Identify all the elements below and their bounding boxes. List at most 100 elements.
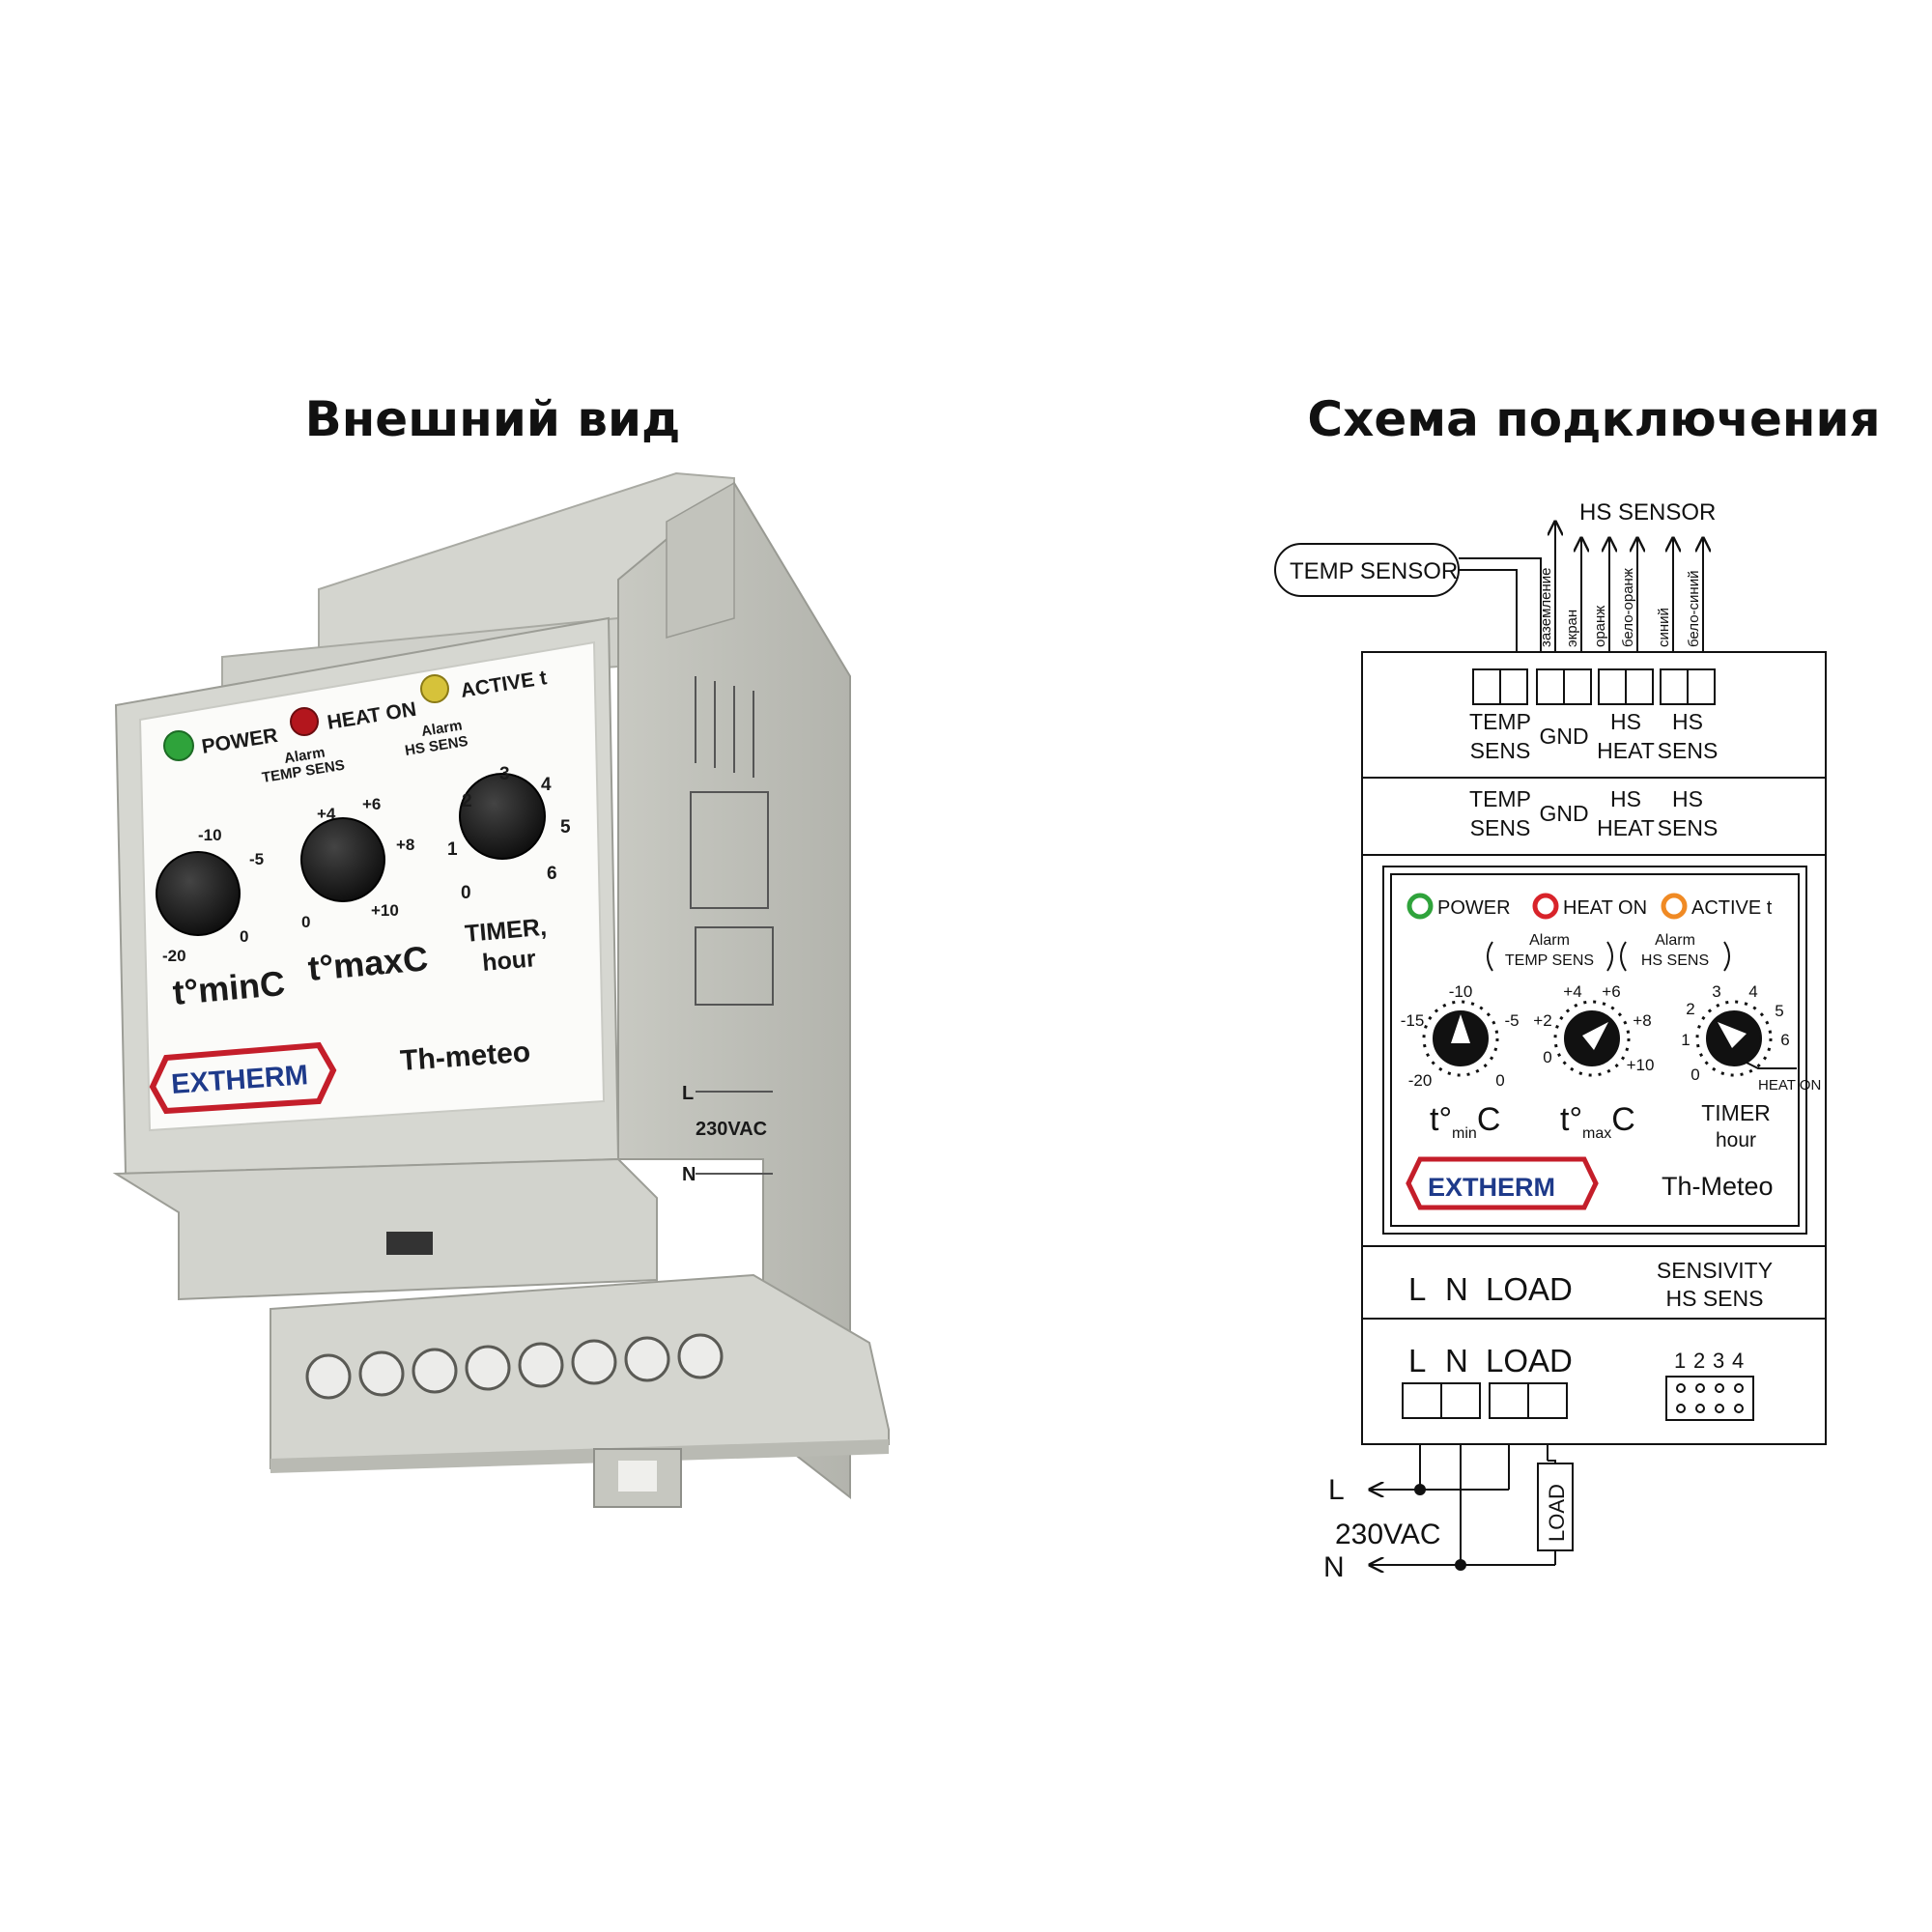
term-sens-label: SENS <box>1658 738 1719 763</box>
wire-label: бело-синий <box>1686 571 1702 647</box>
tmax-knob-tick: +8 <box>396 836 414 854</box>
timer-knob-symbol <box>1695 1000 1797 1077</box>
term-temp-label: TEMP <box>1469 709 1531 734</box>
wire-label: заземление <box>1538 567 1554 647</box>
term-hs-label: HS <box>1610 709 1641 734</box>
extherm-logo <box>149 1041 337 1115</box>
temp-sensor-label: TEMP SENSOR <box>1290 558 1458 584</box>
k2-scale: +6 <box>1602 982 1620 1001</box>
label-load: LOAD <box>1486 1271 1573 1307</box>
panel-alarm2-sub: HS SENS <box>1641 952 1709 969</box>
k3-scale: 2 <box>1686 1000 1694 1018</box>
device-outline <box>1361 651 1827 1445</box>
k2-scale: +8 <box>1633 1011 1651 1030</box>
tmax-knob-symbol <box>1553 1000 1631 1077</box>
k1-scale: -10 <box>1449 982 1473 1001</box>
mains-n-label: N <box>1323 1551 1345 1583</box>
row2-sens-label: SENS <box>1658 815 1719 840</box>
temp-alarm-label: Alarm <box>283 745 327 767</box>
mains-l-label: L <box>1328 1474 1345 1506</box>
wire-label: синий <box>1656 608 1672 647</box>
side-voltage-label: 230VAC <box>696 1119 767 1140</box>
wire-label: экран <box>1564 610 1580 647</box>
tmin-knob-tick: -5 <box>249 850 264 868</box>
schematic-logo-text: EXTHERM <box>1428 1173 1555 1202</box>
wire-label: оранж <box>1592 606 1608 647</box>
wiring-diagram-title: Схема подключения <box>1307 391 1881 447</box>
tmax-knob-tick: +4 <box>317 805 336 823</box>
timer-knob-tick: 6 <box>547 864 557 884</box>
term-sens-label: SENS <box>1470 738 1531 763</box>
hs-alarm-label: Alarm <box>420 718 464 740</box>
k1-scale: -20 <box>1408 1071 1433 1090</box>
heat-on-led-symbol <box>1532 893 1559 920</box>
active-led-symbol <box>1661 893 1688 920</box>
k3-scale: 4 <box>1748 982 1757 1001</box>
k3-scale: 1 <box>1681 1031 1690 1049</box>
term-label-l: L <box>1408 1343 1426 1378</box>
timer-knob <box>459 773 546 860</box>
slider-switch <box>386 1232 433 1255</box>
side-print <box>690 676 774 1175</box>
dip-number: 2 <box>1693 1349 1705 1373</box>
row2-sens-label: SENS <box>1470 815 1531 840</box>
tmin-knob-tick: -10 <box>198 826 222 844</box>
hour-caption: hour <box>1716 1129 1756 1151</box>
tmin-caption: t°minC <box>1430 1101 1500 1142</box>
housing-top-slot <box>666 481 735 639</box>
side-n-label: N <box>682 1164 696 1185</box>
k1-scale: 0 <box>1495 1071 1504 1090</box>
device-illustration: L 230VAC N POWER HEAT ON ACTIVE t Alarm … <box>112 471 890 1508</box>
wiring-schematic <box>1274 522 1827 1570</box>
k2-scale: +4 <box>1563 982 1581 1001</box>
panel-alarm1-label: Alarm <box>1529 932 1570 949</box>
wire-label: бело-оранж <box>1620 568 1636 647</box>
timer-knob-tick: 0 <box>461 883 471 903</box>
k1-scale: -15 <box>1401 1011 1425 1030</box>
schematic-model-name: Th-Meteo <box>1662 1172 1774 1201</box>
panel-active-label: ACTIVE t <box>1691 897 1773 919</box>
heat-on-mark: HEAT ON <box>1758 1077 1821 1094</box>
tmax-knob-tick: 0 <box>301 913 310 931</box>
temp-sensor-wire <box>1459 569 1518 652</box>
tmax-knob <box>300 817 385 902</box>
label-l: L <box>1408 1271 1426 1307</box>
tmin-knob-tick: 0 <box>240 927 248 946</box>
dip-number: 3 <box>1713 1349 1724 1373</box>
label-hs-sens: HS SENS <box>1666 1286 1764 1311</box>
term-label-n: N <box>1445 1343 1468 1378</box>
k3-scale: 3 <box>1712 982 1720 1001</box>
tmin-knob-label: t°minC <box>171 963 287 1012</box>
tmin-knob-symbol <box>1422 1000 1499 1077</box>
tmax-knob-tick: +10 <box>371 901 399 920</box>
row2-gnd-label: GND <box>1539 801 1588 826</box>
dip-number: 4 <box>1732 1349 1744 1373</box>
tmin-knob-tick: -20 <box>162 947 186 965</box>
tmax-caption: t°maxC <box>1560 1101 1635 1142</box>
row2-heat-label: HEAT <box>1597 815 1655 840</box>
housing-side <box>617 481 851 1500</box>
active-led <box>420 674 449 703</box>
load-box-label: LOAD <box>1545 1484 1569 1542</box>
term-heat-label: HEAT <box>1597 738 1655 763</box>
temp-sensor-wire <box>1459 557 1542 652</box>
housing-lower-step <box>112 1157 658 1301</box>
appearance-title: Внешний вид <box>304 391 681 447</box>
k2-scale: +2 <box>1533 1011 1551 1030</box>
timer-knob-tick: 2 <box>462 791 472 811</box>
row2-hs-label: HS <box>1672 786 1703 811</box>
tmin-knob <box>156 851 241 936</box>
panel-alarm2-label: Alarm <box>1655 932 1695 949</box>
dip-switch <box>1665 1376 1754 1421</box>
din-clip-hole <box>618 1461 657 1492</box>
terminal-screws <box>305 1333 724 1400</box>
k1-scale: -5 <box>1504 1011 1519 1030</box>
timer-knob-tick: 3 <box>499 764 510 784</box>
heat-on-led <box>290 707 319 736</box>
timer-knob-tick: 5 <box>560 817 571 838</box>
schematic-logo-frame <box>1406 1156 1599 1210</box>
timer-knob-unit: hour <box>481 945 537 977</box>
label-n: N <box>1445 1271 1468 1307</box>
k3-scale: 0 <box>1690 1065 1699 1084</box>
mains-voltage-label: 230VAC <box>1335 1519 1441 1550</box>
